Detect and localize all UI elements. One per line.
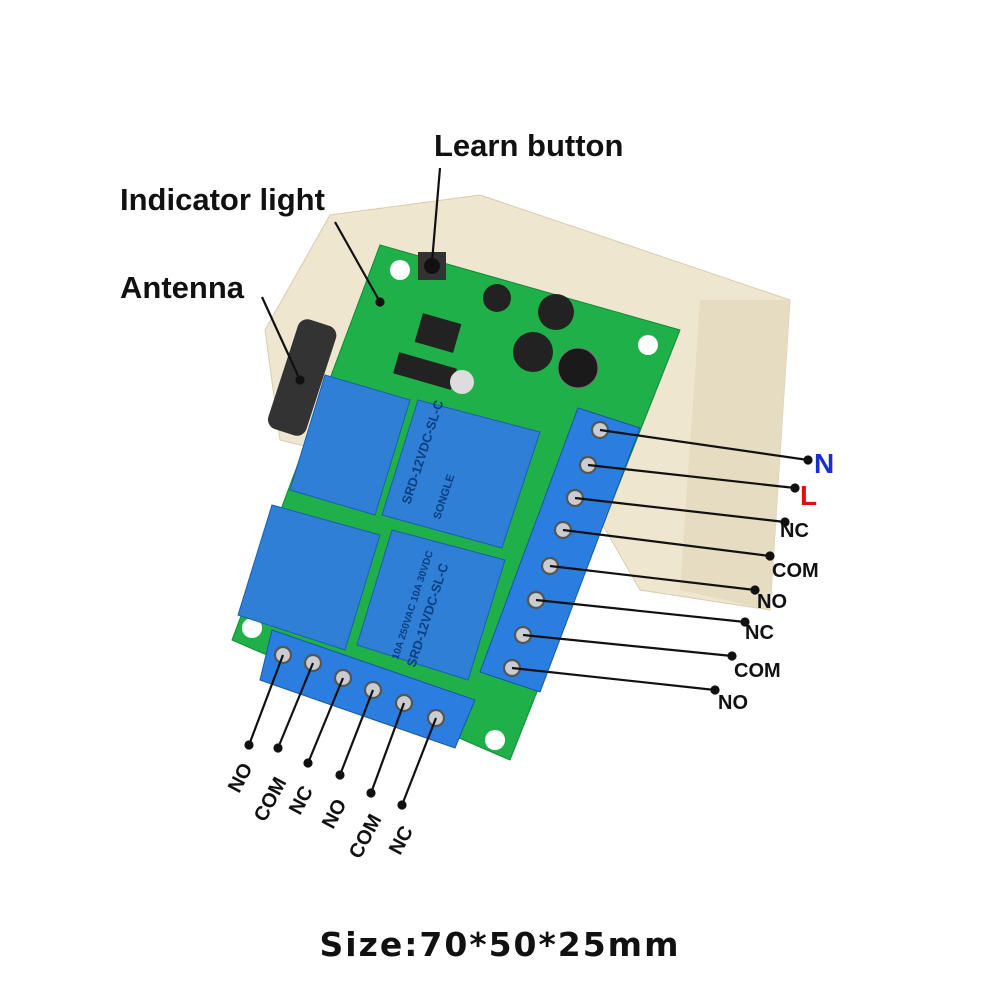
terminal-label-com: COM: [772, 560, 819, 582]
leader-line: [260, 296, 302, 381]
terminal-label-com: COM: [734, 660, 781, 682]
leader-dot: [727, 651, 737, 661]
leader-line: [369, 702, 406, 794]
leader-line: [334, 221, 381, 303]
leader-line: [306, 677, 345, 764]
leader-dot: [295, 375, 305, 385]
leader-line: [562, 528, 771, 558]
leader-line: [276, 662, 315, 749]
leader-dot: [273, 743, 283, 753]
relay-1: [289, 374, 411, 516]
leader-dot: [710, 685, 720, 695]
terminal-label-l: L: [800, 480, 818, 511]
terminal-label-no: NO: [718, 692, 748, 714]
leader-line: [535, 598, 746, 624]
leader-dot: [780, 517, 790, 527]
leader-line: [599, 428, 809, 462]
leader-line: [522, 633, 733, 658]
leader-line: [549, 564, 756, 592]
leader-dot: [397, 800, 407, 810]
terminal-label-nc: NC: [780, 520, 809, 542]
leader-line: [400, 717, 438, 806]
leader-line: [587, 463, 796, 490]
terminal-label-n: N: [814, 448, 835, 479]
leader-line: [247, 654, 285, 746]
terminal-label-nc: NC: [745, 622, 774, 644]
leader-dot: [427, 257, 437, 267]
leader-dot: [765, 551, 775, 561]
leader-line: [574, 496, 786, 524]
terminal-label-no: NO: [757, 591, 787, 613]
leader-dot: [803, 455, 813, 465]
indicator-light-label: Indicator light: [120, 182, 325, 217]
learn-button-label: Learn button: [434, 128, 624, 163]
leader-dot: [740, 617, 750, 627]
size-caption: Size:70*50*25mm: [319, 925, 681, 964]
leader-dot: [335, 770, 345, 780]
leader-dot: [244, 740, 254, 750]
leader-dot: [366, 788, 376, 798]
relay-2: [381, 399, 541, 549]
leader-line: [511, 666, 716, 692]
leader-dot: [750, 585, 760, 595]
leader-dot: [790, 483, 800, 493]
relay-4: [356, 529, 506, 681]
relay-3: [237, 504, 381, 651]
leader-dot: [303, 758, 313, 768]
leader-line: [338, 689, 375, 776]
leader-dot: [375, 297, 385, 307]
leader-line: [430, 167, 442, 263]
right-terminal-block: [479, 407, 641, 693]
antenna-label: Antenna: [120, 270, 244, 305]
